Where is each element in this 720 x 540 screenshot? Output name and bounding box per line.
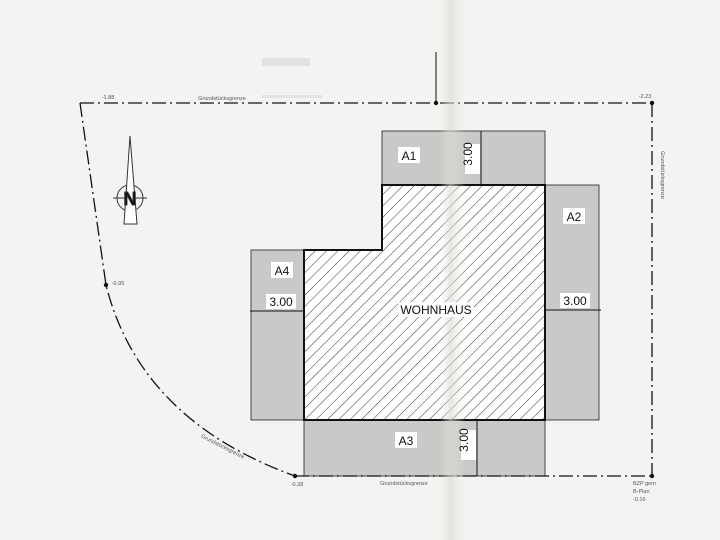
faded-watermark <box>262 58 322 98</box>
north-label: N <box>124 189 137 209</box>
distance-labels: 3.00 3.00 3.00 3.00 <box>266 142 590 460</box>
point-bottom-right <box>649 473 655 479</box>
elevation-bottom-right-1: BZP gem <box>633 481 656 487</box>
elevation-bottom-right-3: -0.16 <box>633 497 646 503</box>
zone-a2-label: A2 <box>567 210 582 224</box>
corner-points <box>103 100 655 479</box>
elevation-bottom-left: -0.38 <box>291 482 304 488</box>
boundary-label-right: Grundstücksgrenze <box>659 151 665 199</box>
zone-a4 <box>250 249 305 421</box>
zone-a3-distance: 3.00 <box>457 428 471 452</box>
elevation-top-right: -2.23 <box>639 94 652 100</box>
zone-a1-label: A1 <box>402 149 417 163</box>
point-top-right <box>649 100 655 106</box>
elevation-top-left: -1.88 <box>102 95 115 101</box>
property-boundary <box>79 102 653 477</box>
elevation-bottom-right-2: B-Plan <box>633 489 650 495</box>
boundary-left-curve <box>79 102 296 477</box>
zone-a2-distance: 3.00 <box>563 294 587 308</box>
point-top-mid <box>433 100 439 106</box>
elevation-left-mid: -0.95 <box>112 281 125 287</box>
zone-a4-distance: 3.00 <box>269 295 293 309</box>
building-label: WOHNHAUS <box>400 303 471 317</box>
point-left-mid <box>103 282 109 288</box>
zone-a1-distance: 3.00 <box>461 142 475 166</box>
zone-a3-label: A3 <box>399 434 414 448</box>
boundary-label-bottom: Grundstücksgrenze <box>380 481 428 487</box>
zone-a3 <box>303 419 546 477</box>
north-arrow-icon <box>113 135 147 225</box>
point-bottom-left <box>292 473 298 479</box>
zone-a4-label: A4 <box>275 264 290 278</box>
boundary-label-top: Grundstücksgrenze <box>198 96 246 102</box>
zone-labels: A1 A2 A3 A4 <box>271 147 585 448</box>
